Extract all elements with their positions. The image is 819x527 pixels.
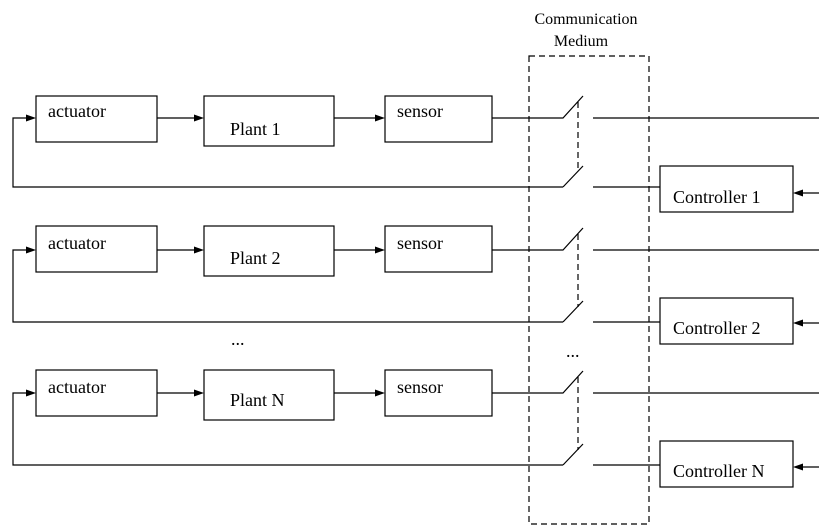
plant-box-1 — [203, 95, 335, 147]
feedback-return-2 — [12, 249, 563, 323]
actuator-label-1: actuator — [48, 101, 106, 121]
actuator-label-2: actuator — [48, 233, 106, 253]
sensor-uplink-2 — [492, 227, 584, 251]
plant-label-1: Plant 1 — [230, 119, 281, 139]
ellipsis-left: ... — [231, 329, 245, 349]
actuator-box-1 — [35, 95, 158, 143]
arrowhead-sensor-1 — [375, 114, 385, 122]
arrowhead-plant-2 — [194, 246, 204, 254]
control-loop-2: actuator Plant 2 sensor Controller 2 — [12, 225, 819, 345]
controller-box-1 — [659, 165, 794, 213]
arrowhead-actuator-n — [26, 389, 36, 397]
arrowhead-plant-n — [194, 389, 204, 397]
arrowhead-plant-1 — [194, 114, 204, 122]
arrowhead-controller-n — [793, 463, 803, 471]
controller-label-2: Controller 2 — [673, 318, 761, 338]
sensor-box-2 — [384, 225, 493, 273]
plant-label-2: Plant 2 — [230, 248, 281, 268]
sensor-uplink-n — [492, 370, 584, 394]
controller-box-n — [659, 440, 794, 488]
actuator-box-n — [35, 369, 158, 417]
sensor-label-1: sensor — [397, 101, 443, 121]
sensor-uplink-1 — [492, 95, 584, 119]
controller-label-n: Controller N — [673, 461, 765, 481]
ellipsis-medium: ... — [566, 341, 580, 361]
plant-label-n: Plant N — [230, 390, 285, 410]
feedback-line-2 — [562, 300, 584, 323]
actuator-box-2 — [35, 225, 158, 273]
control-loop-n: actuator Plant N sensor Controller N — [12, 369, 819, 488]
sensor-label-2: sensor — [397, 233, 443, 253]
feedback-return-1 — [12, 117, 563, 188]
controller-label-1: Controller 1 — [673, 187, 761, 207]
medium-title-line2: Medium — [554, 33, 609, 50]
actuator-label-n: actuator — [48, 377, 106, 397]
arrowhead-controller-1 — [793, 189, 803, 197]
communication-medium-region — [528, 55, 650, 525]
sensor-label-n: sensor — [397, 377, 443, 397]
arrowhead-sensor-2 — [375, 246, 385, 254]
arrowhead-sensor-n — [375, 389, 385, 397]
medium-title-line1: Communication — [534, 11, 637, 28]
controller-box-2 — [659, 297, 794, 345]
feedback-return-n — [12, 392, 563, 466]
feedback-line-1 — [562, 165, 584, 188]
control-loop-1: actuator Plant 1 sensor Controller 1 — [12, 95, 819, 213]
feedback-line-n — [562, 443, 584, 466]
plant-box-2 — [203, 225, 335, 277]
plant-box-n — [203, 369, 335, 421]
arrowhead-actuator-2 — [26, 246, 36, 254]
arrowhead-controller-2 — [793, 319, 803, 327]
arrowhead-actuator-1 — [26, 114, 36, 122]
sensor-box-1 — [384, 95, 493, 143]
